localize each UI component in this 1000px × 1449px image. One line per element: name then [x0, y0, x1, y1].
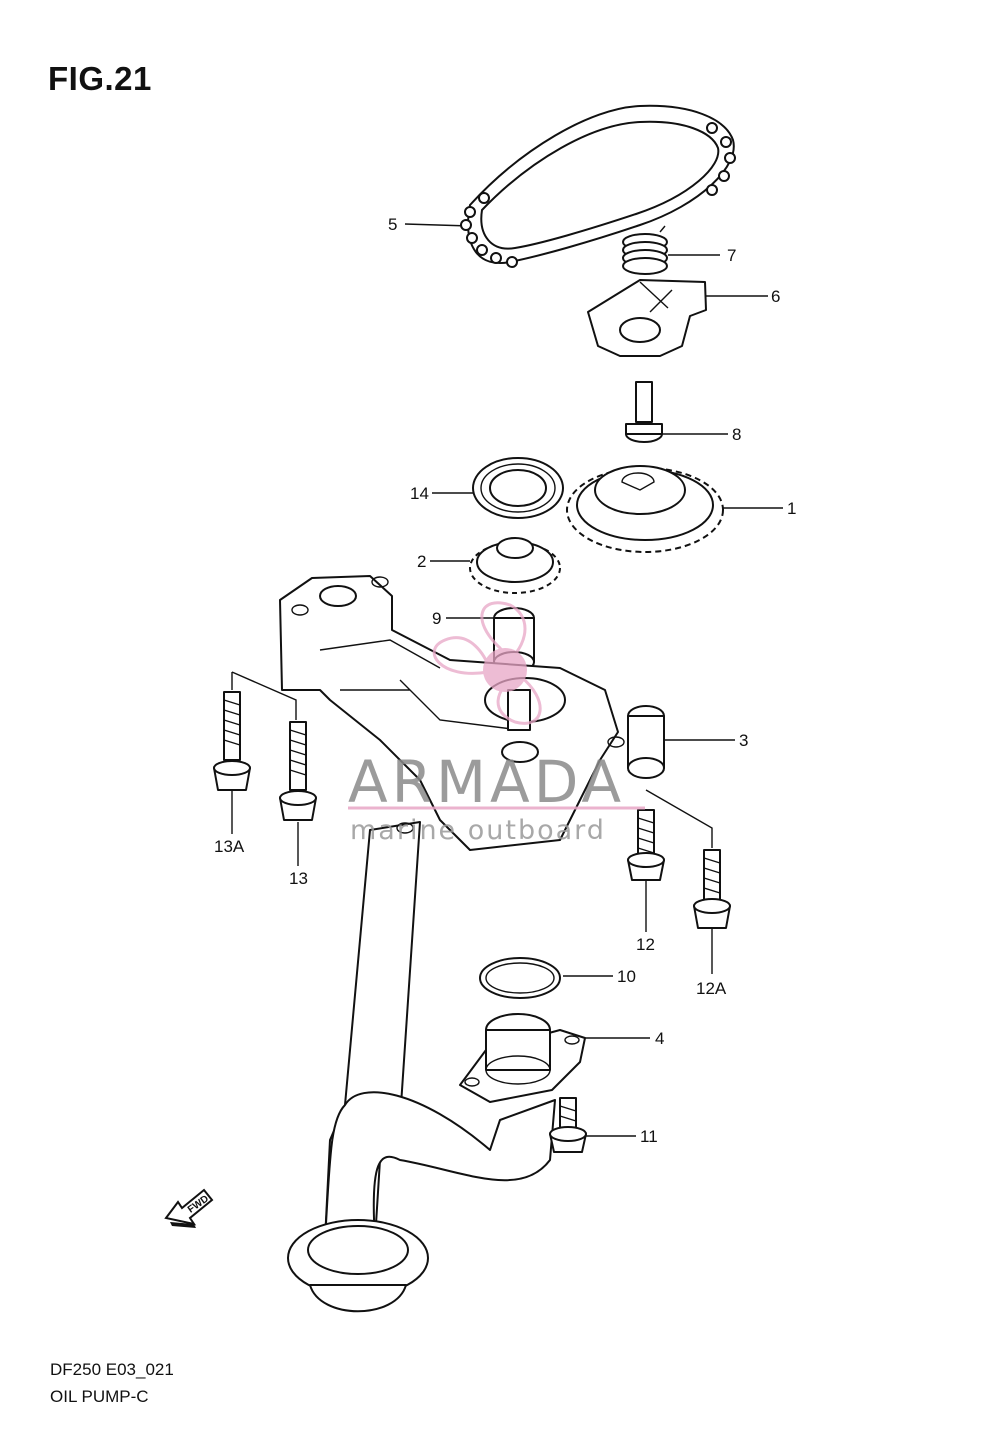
bolt-12 — [627, 809, 665, 881]
callout-5: 5 — [388, 215, 398, 234]
callout-2: 2 — [417, 552, 427, 571]
bolt-11 — [549, 1097, 587, 1153]
watermark-tagline: marine outboard — [350, 815, 606, 846]
fwd-arrow-icon — [164, 1188, 214, 1228]
callout-12: 12 — [636, 935, 655, 954]
callout-8: 8 — [732, 425, 742, 444]
callout-13: 13 — [289, 869, 308, 888]
callout-12a: 12A — [696, 979, 727, 998]
callout-6: 6 — [771, 287, 781, 306]
diagram-code: DF250 E03_021 — [50, 1360, 174, 1379]
callout-4: 4 — [655, 1029, 665, 1048]
bolt-12a — [693, 849, 731, 929]
callout-13a: 13A — [214, 837, 245, 856]
pump-sprocket — [469, 537, 561, 594]
diagram-name: OIL PUMP-C — [50, 1387, 149, 1406]
shoulder-bolt — [625, 381, 663, 443]
chain-links — [460, 122, 736, 268]
leader-lines — [231, 223, 783, 1137]
bearing — [472, 457, 564, 519]
timing-chain — [460, 104, 736, 268]
tensioner-spring — [622, 225, 668, 275]
drive-sprocket — [566, 465, 724, 553]
callout-7: 7 — [727, 246, 737, 265]
figure-title: FIG.21 — [48, 60, 152, 97]
callout-10: 10 — [617, 967, 636, 986]
pipe-flange — [459, 1013, 586, 1103]
oil-strainer-pipe — [287, 821, 556, 1313]
callout-1: 1 — [787, 499, 797, 518]
o-ring — [479, 957, 561, 999]
bolt-13 — [279, 721, 317, 821]
bolt-13a — [213, 691, 251, 791]
oil-pump-body — [279, 575, 625, 851]
watermark-propeller-icon — [432, 601, 542, 725]
callout-11: 11 — [640, 1127, 658, 1146]
watermark-brand: ARMADA — [348, 748, 626, 816]
callout-9: 9 — [432, 609, 442, 628]
chain-tensioner — [587, 279, 707, 357]
dowel-pin — [627, 705, 665, 779]
callout-3: 3 — [739, 731, 749, 750]
callout-14: 14 — [410, 484, 429, 503]
